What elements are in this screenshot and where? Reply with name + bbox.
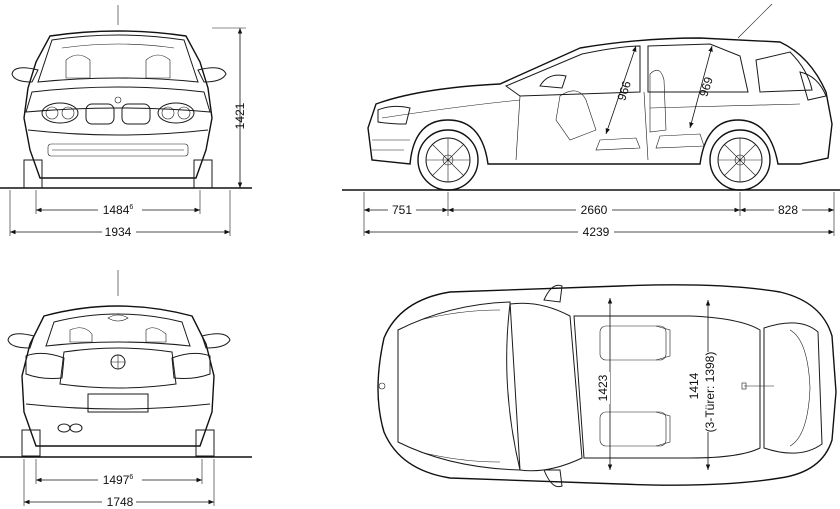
front-width-label: 1934	[105, 225, 132, 239]
svg-text:14976: 14976	[103, 473, 134, 487]
rear-shoulder-note: (3-Türer: 1398)	[703, 352, 717, 433]
rear-view: 14976 1748	[0, 270, 252, 509]
front-overhang-label: 751	[392, 203, 412, 217]
rear-track-label: 1497	[103, 473, 130, 487]
rear-overhang-label: 828	[778, 203, 798, 217]
wheelbase-label: 2660	[581, 203, 608, 217]
front-headroom-label: 966	[614, 79, 634, 103]
front-view: 1421 14846 1934	[0, 5, 252, 239]
front-track-label: 1484	[103, 203, 130, 217]
front-height-label: 1421	[233, 102, 247, 129]
length-label: 4239	[583, 225, 610, 239]
svg-text:14846: 14846	[103, 203, 134, 217]
rear-headroom-label: 969	[696, 75, 716, 99]
side-view: 966 969 751 2660 828	[342, 3, 840, 239]
rear-wheel	[709, 129, 771, 191]
front-wheel	[417, 129, 479, 191]
rear-width-label: 1748	[107, 495, 134, 509]
front-track-superscript: 6	[129, 204, 133, 211]
rear-track-superscript: 6	[129, 474, 133, 481]
rear-shoulder-label: 1414	[687, 372, 701, 399]
front-shoulder-label: 1423	[596, 374, 610, 401]
top-view: 1423 1414 (3-Türer: 1398)	[377, 284, 837, 488]
